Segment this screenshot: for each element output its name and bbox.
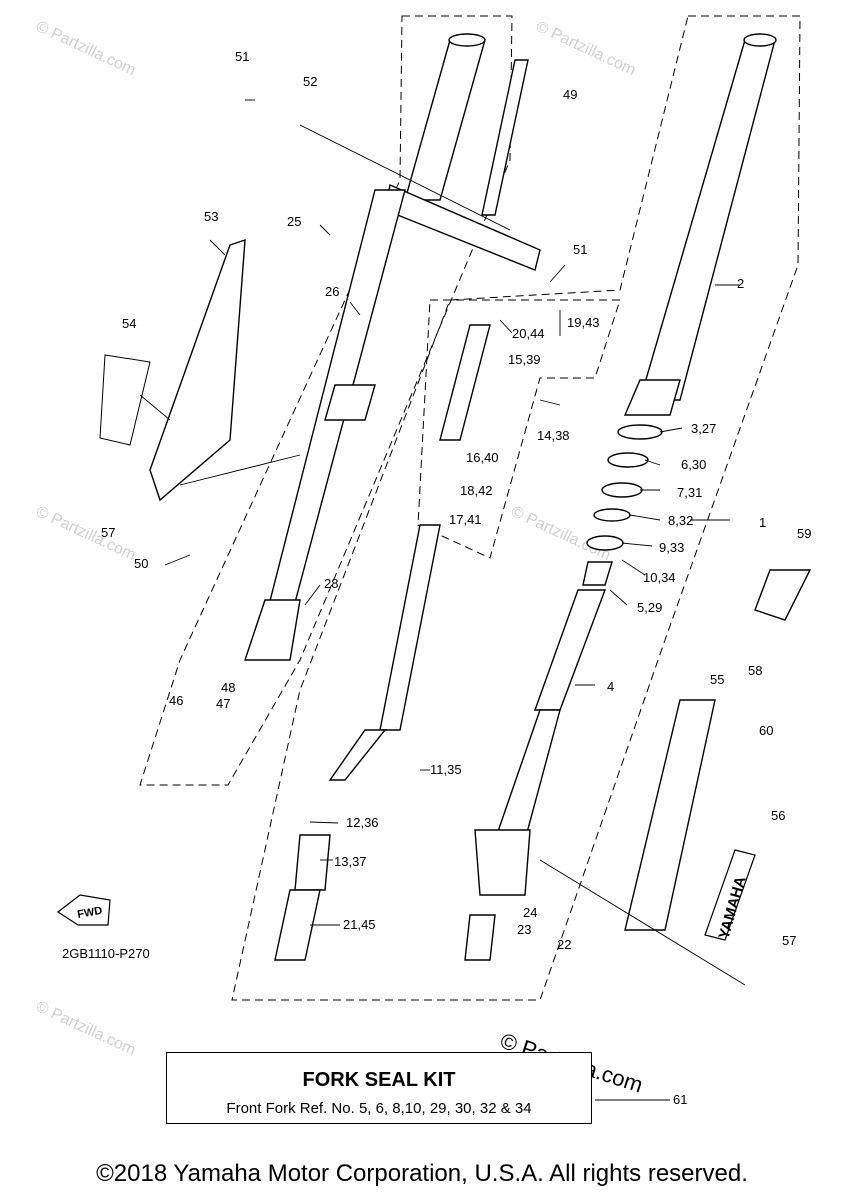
callout-21-45: 21,45 [343, 917, 376, 932]
callout-58: 58 [748, 663, 762, 678]
callout-51-top: 51 [235, 49, 249, 64]
dashed-boundaries [139, 15, 801, 1001]
svg-text:© Partzilla.com: © Partzilla.com [33, 503, 138, 564]
callout-20-44: 20,44 [512, 326, 545, 341]
callout-50: 50 [134, 556, 148, 571]
watermarks: © Partzilla.com © Partzilla.com © Partzi… [33, 18, 638, 1059]
kit-reference-numbers: Front Fork Ref. No. 5, 6, 8,10, 29, 30, … [226, 1100, 532, 1117]
callout-55: 55 [710, 672, 724, 687]
decal-and-badges: YAMAHA FWD [56, 354, 756, 941]
callout-25: 25 [287, 214, 301, 229]
callout-10-34: 10,34 [643, 570, 676, 585]
svg-text:© Partzilla.com: © Partzilla.com [33, 998, 138, 1059]
callout-26: 26 [325, 284, 339, 299]
callout-56: 56 [771, 808, 785, 823]
svg-text:© Partzilla.com: © Partzilla.com [533, 18, 638, 79]
callout-14-38: 14,38 [537, 428, 570, 443]
callout-6-30: 6,30 [681, 457, 706, 472]
callout-54: 54 [122, 316, 136, 331]
callout-46: 46 [169, 693, 183, 708]
callout-60: 60 [759, 723, 773, 738]
callout-47: 47 [216, 696, 230, 711]
callout-59: 59 [797, 526, 811, 541]
diagram-code-label: 2GB1110-P270 [62, 946, 150, 961]
callout-49: 49 [563, 87, 577, 102]
callout-1: 1 [759, 515, 766, 530]
right-fork-assembly [464, 33, 812, 961]
callout-5-29: 5,29 [637, 600, 662, 615]
callout-24: 24 [523, 905, 537, 920]
callout-2: 2 [737, 276, 744, 291]
svg-text:© Partzilla.com: © Partzilla.com [33, 18, 138, 79]
callout-23: 23 [517, 922, 531, 937]
fwd-label: FWD [76, 905, 103, 921]
callout-51-right: 51 [573, 242, 587, 257]
callout-28: 28 [324, 576, 338, 591]
callout-52: 52 [303, 74, 317, 89]
callout-57-right: 57 [782, 933, 796, 948]
callout-57-left: 57 [101, 525, 115, 540]
callout-3-27: 3,27 [691, 421, 716, 436]
callout-17-41: 17,41 [449, 512, 482, 527]
fork-seal-kit-box: FORK SEAL KIT Front Fork Ref. No. 5, 6, … [166, 1052, 592, 1124]
callout-7-31: 7,31 [677, 485, 702, 500]
callout-61: 61 [673, 1092, 687, 1107]
leader-lines [139, 99, 746, 1101]
left-fork-assembly [149, 33, 541, 961]
callout-8-32: 8,32 [668, 513, 693, 528]
callout-18-42: 18,42 [460, 483, 493, 498]
callout-48: 48 [221, 680, 235, 695]
callout-16-40: 16,40 [466, 450, 499, 465]
callout-22: 22 [557, 937, 571, 952]
callout-15-39: 15,39 [508, 352, 541, 367]
callout-53: 53 [204, 209, 218, 224]
callout-19-43: 19,43 [567, 315, 600, 330]
callout-12-36: 12,36 [346, 815, 379, 830]
copyright-notice: ©2018 Yamaha Motor Corporation, U.S.A. A… [96, 1160, 748, 1187]
callout-labels: 51 52 49 53 25 51 54 26 2 19,43 20,44 15… [101, 49, 811, 1107]
fwd-arrow-icon [56, 894, 111, 926]
callout-13-37: 13,37 [334, 854, 367, 869]
callout-4: 4 [607, 679, 614, 694]
callout-11-35: 11,35 [430, 762, 462, 777]
kit-title: FORK SEAL KIT [302, 1069, 456, 1091]
callout-9-33: 9,33 [659, 540, 684, 555]
